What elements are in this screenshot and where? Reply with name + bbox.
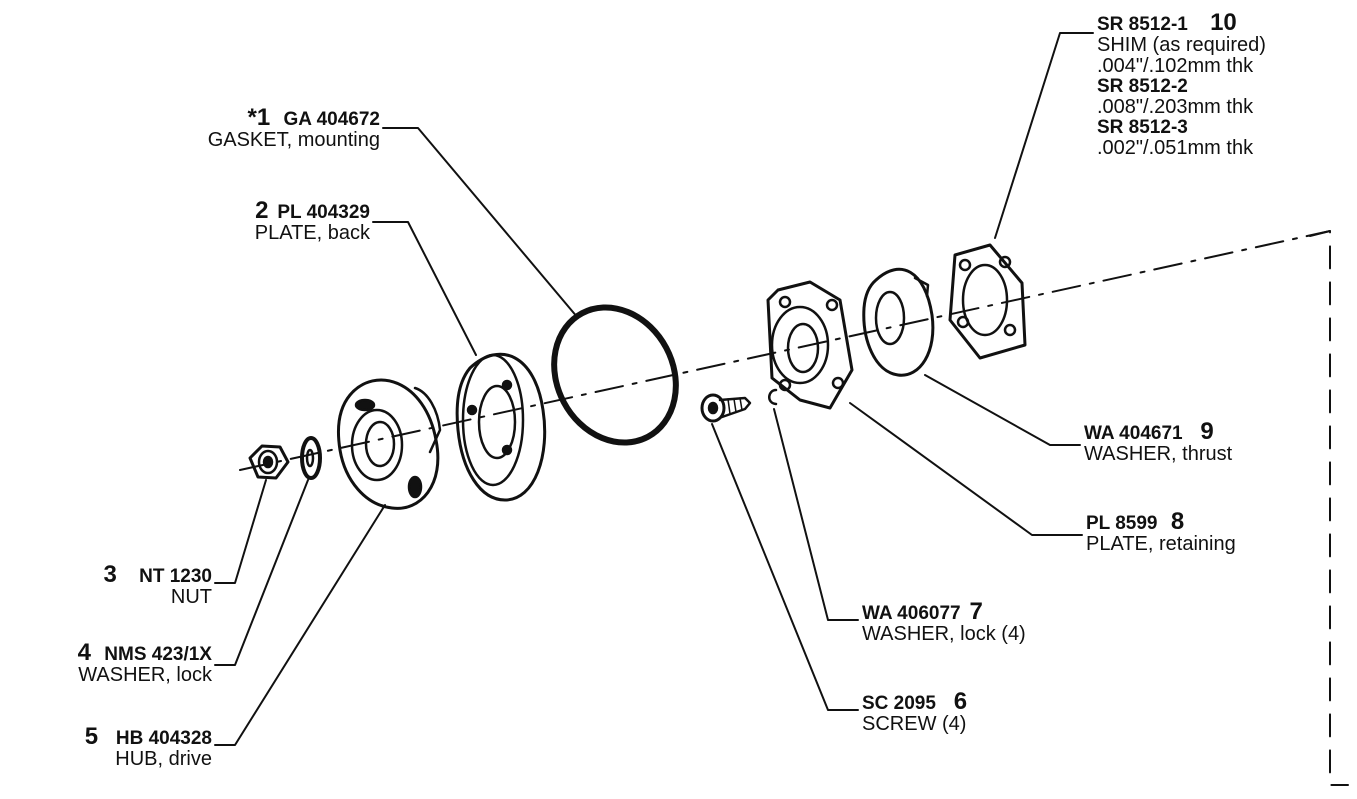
item-3-label: 3 NT 1230 NUT xyxy=(20,561,212,608)
leader-lines xyxy=(214,32,1094,746)
shim-part xyxy=(948,243,1027,360)
part-number: PL 404329 xyxy=(277,202,370,223)
alt-part-number: SR 8512-3 xyxy=(1097,117,1188,139)
alt-part-thickness: .008"/.203mm thk xyxy=(1097,96,1254,119)
item-2-label: 2 PL 404329 PLATE, back xyxy=(170,197,370,244)
item-number: 9 xyxy=(1200,418,1214,445)
leader-5 xyxy=(214,504,386,746)
part-description: WASHER, thrust xyxy=(1084,443,1233,465)
item-9-label: WA 404671 9 WASHER, thrust xyxy=(1084,418,1233,465)
part-thickness: .004"/.102mm thk xyxy=(1097,55,1254,78)
assembly-bracket xyxy=(1309,230,1349,786)
item-number: 5 xyxy=(84,723,99,750)
part-number: WA 406077 xyxy=(862,603,961,624)
item-10-label: SR 8512-1 10 SHIM (as required) .004"/.1… xyxy=(1097,10,1266,159)
part-number: WA 404671 xyxy=(1084,423,1183,444)
part-description: GASKET, mounting xyxy=(207,129,380,151)
back-plate-part xyxy=(455,352,547,502)
part-description: HUB, drive xyxy=(115,748,212,770)
item-1-label: *1 GA 404672 GASKET, mounting xyxy=(150,104,380,151)
item-number: 8 xyxy=(1170,508,1185,535)
part-description: PLATE, retaining xyxy=(1086,533,1236,555)
leader-7 xyxy=(773,408,859,621)
leader-4 xyxy=(214,479,309,666)
item-number: 7 xyxy=(969,598,983,625)
leader-1 xyxy=(382,127,579,319)
part-description: NUT xyxy=(170,586,212,608)
leader-2 xyxy=(372,221,477,356)
item-6-label: SC 2095 6 SCREW (4) xyxy=(862,688,968,735)
leader-9 xyxy=(924,374,1081,446)
part-description: WASHER, lock (4) xyxy=(862,623,1026,645)
part-number: SR 8512-1 xyxy=(1097,14,1188,35)
hub-drive-part xyxy=(336,378,442,510)
leader-3 xyxy=(214,479,267,584)
item-number: *1 xyxy=(247,104,271,131)
screw-part xyxy=(700,393,752,423)
lock-washer-part xyxy=(300,436,322,480)
part-description: WASHER, lock xyxy=(78,664,212,686)
item-number: 6 xyxy=(953,688,968,715)
gasket-part xyxy=(551,304,679,446)
item-5-label: 5 HB 404328 HUB, drive xyxy=(14,723,212,770)
alt-part-thickness: .002"/.051mm thk xyxy=(1097,137,1254,160)
part-description: SCREW (4) xyxy=(862,713,967,735)
part-description: PLATE, back xyxy=(254,222,370,244)
part-number: PL 8599 xyxy=(1086,513,1158,534)
part-number: NMS 423/1X xyxy=(104,644,212,665)
center-axis xyxy=(239,230,1331,471)
part-number: HB 404328 xyxy=(115,728,212,749)
item-number: 2 xyxy=(255,197,269,224)
item-8-label: PL 8599 8 PLATE, retaining xyxy=(1086,508,1236,555)
thrust-washer-part xyxy=(862,267,935,377)
nut-part xyxy=(248,444,290,480)
part-description: SHIM (as required) xyxy=(1097,34,1266,57)
item-number: 10 xyxy=(1210,9,1237,36)
retaining-plate-part xyxy=(766,280,854,410)
leader-8 xyxy=(849,402,1083,536)
item-4-label: 4 NMS 423/1X WASHER, lock xyxy=(4,639,212,686)
part-number: NT 1230 xyxy=(139,566,212,587)
item-number: 3 xyxy=(103,561,117,588)
alt-part-number: SR 8512-2 xyxy=(1097,76,1188,98)
part-number: SC 2095 xyxy=(862,693,936,714)
item-number: 4 xyxy=(77,639,91,666)
leader-10 xyxy=(994,32,1094,239)
lock-washer-7-part xyxy=(768,388,778,406)
part-number: GA 404672 xyxy=(283,109,380,130)
leader-6 xyxy=(711,423,859,711)
item-7-label: WA 406077 7 WASHER, lock (4) xyxy=(862,598,1026,645)
